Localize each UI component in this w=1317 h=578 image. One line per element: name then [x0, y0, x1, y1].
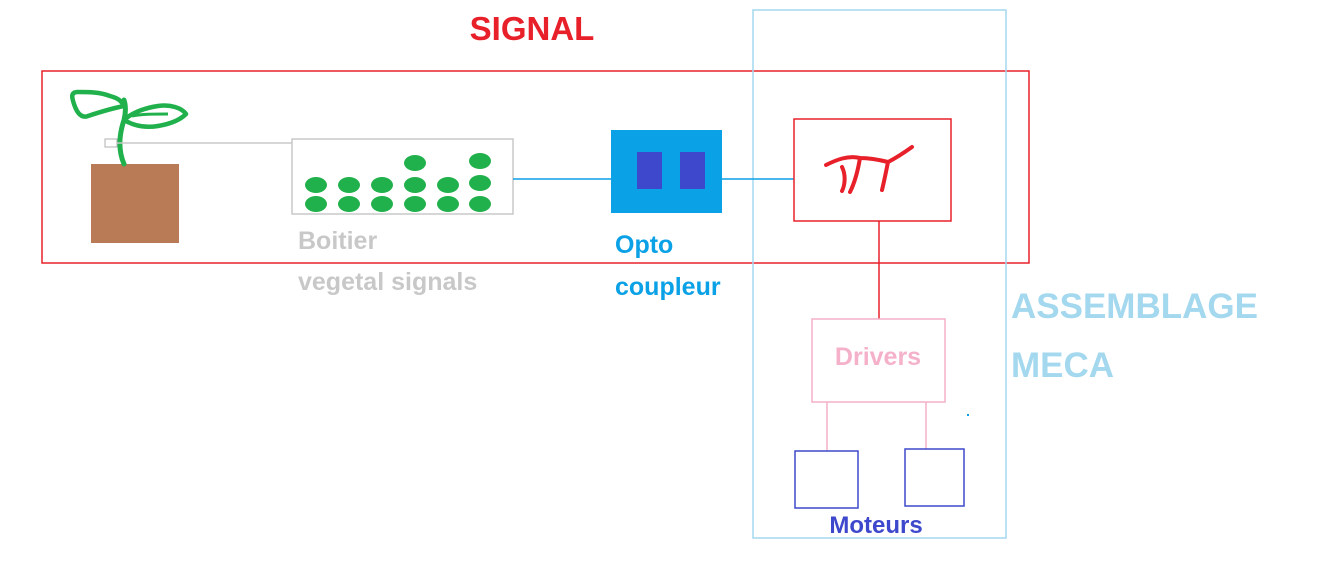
opto-label-2: coupleur	[615, 273, 721, 301]
moteur-right-box	[904, 448, 965, 507]
pot-icon	[91, 164, 179, 243]
boitier-label-1: Boitier	[298, 227, 377, 255]
assemblage-label-2: MECA	[1011, 346, 1114, 385]
electrode-clip	[104, 138, 118, 148]
signal-frame	[41, 70, 1030, 264]
drivers-box	[811, 318, 946, 403]
opto-label-1: Opto	[615, 231, 673, 259]
signal-title: SIGNAL	[470, 10, 595, 47]
signal-trace-icon	[824, 145, 914, 194]
assemblage-frame	[752, 9, 1007, 539]
assemblage-label-1: ASSEMBLAGE	[1011, 287, 1258, 326]
moteurs-label: Moteurs	[829, 512, 922, 539]
opto-right-chip	[680, 152, 705, 189]
plant-icon	[70, 89, 189, 243]
opto-coupleur-box	[611, 130, 722, 213]
stray-dot	[967, 414, 969, 416]
processor-box	[793, 118, 952, 222]
boitier-label-2: vegetal signals	[298, 268, 477, 296]
moteur-left-box	[794, 450, 859, 509]
electrode-dots-icon	[305, 153, 491, 212]
opto-left-chip	[637, 152, 662, 189]
drivers-label: Drivers	[835, 343, 921, 371]
